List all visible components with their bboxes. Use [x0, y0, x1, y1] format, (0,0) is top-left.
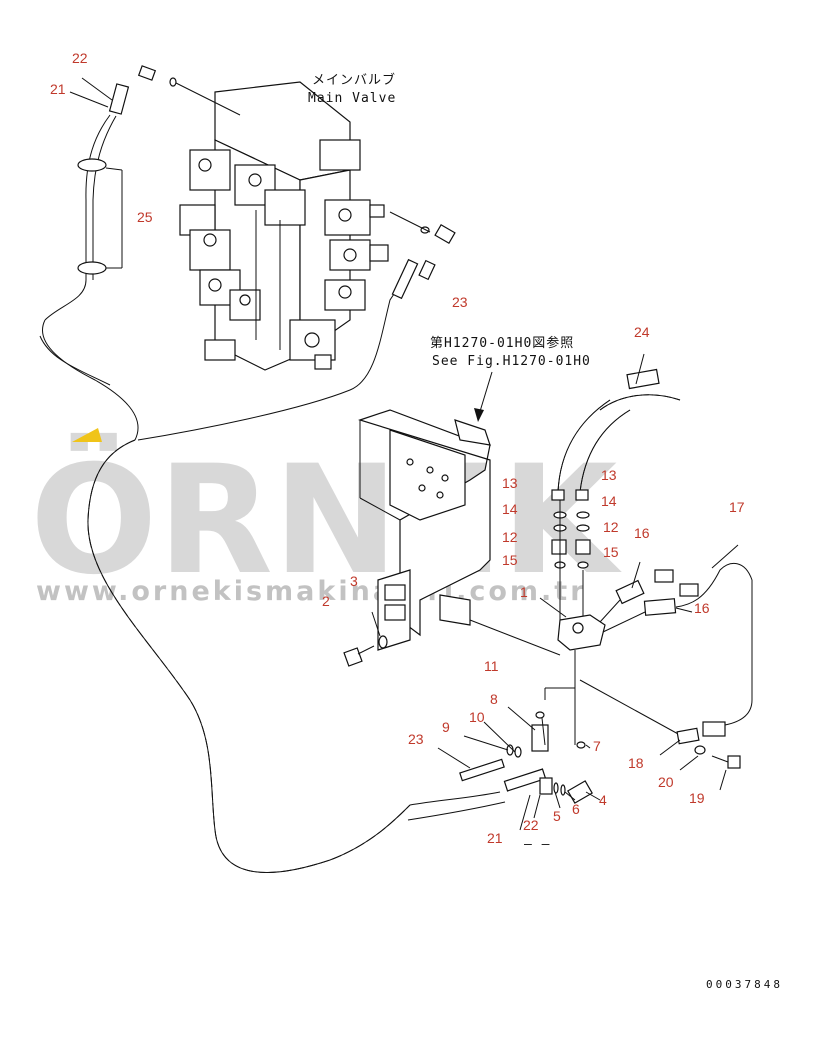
spiral-wrapped-hose — [39, 269, 506, 873]
callout-22-top: 22 — [72, 50, 88, 66]
block-1 — [557, 544, 753, 737]
callout-4: 4 — [599, 792, 607, 808]
callout-8: 8 — [490, 691, 498, 707]
callout-13-right: 13 — [601, 467, 617, 483]
callout-25: 25 — [137, 209, 153, 225]
callout-24: 24 — [634, 324, 650, 340]
part-number-callouts: 22 21 25 23 24 13 13 14 14 12 12 15 15 1… — [50, 50, 745, 846]
callout-18: 18 — [628, 755, 644, 771]
callout-14-right: 14 — [601, 493, 617, 509]
callout-23-lower: 23 — [408, 731, 424, 747]
callout-19: 19 — [689, 790, 705, 806]
mounting-bracket — [358, 409, 491, 651]
callout-7: 7 — [593, 738, 601, 754]
callout-20: 20 — [658, 774, 674, 790]
callout-12-left: 12 — [502, 529, 518, 545]
main-valve-drawing — [179, 81, 389, 371]
see-fig-label-en: See Fig.H1270-01H0 — [432, 354, 591, 369]
callout-23-upper: 23 — [452, 294, 468, 310]
footnote-dash: – – — [524, 837, 550, 852]
callout-14-left: 14 — [502, 501, 518, 517]
callout-2: 2 — [322, 593, 330, 609]
watermark-accent-icon — [72, 428, 102, 442]
bolt-2 — [343, 635, 388, 667]
callout-9: 9 — [442, 719, 450, 735]
callout-15-right: 15 — [603, 544, 619, 560]
callout-21-lower: 21 — [487, 830, 503, 846]
callout-11: 11 — [484, 658, 499, 674]
callout-16-lower: 16 — [694, 600, 710, 616]
callout-15-left: 15 — [502, 552, 518, 568]
hoses-24 — [557, 353, 681, 493]
fitting-23-upper — [389, 211, 456, 300]
lower-fittings — [459, 711, 593, 804]
callout-3: 3 — [350, 573, 358, 589]
fitting-stack-right — [575, 489, 591, 640]
watermark-brand: ÖRNEK — [30, 432, 622, 608]
main-valve-label-en: Main Valve — [308, 91, 396, 106]
watermark: ÖRNEK www.ornekismakinalari.com.tr — [30, 428, 622, 608]
callout-13-left: 13 — [502, 475, 518, 491]
callout-6: 6 — [572, 801, 580, 817]
main-valve-label-jp: メインバルブ — [312, 72, 396, 88]
callout-10: 10 — [469, 709, 485, 725]
callout-12-right: 12 — [603, 519, 619, 535]
see-fig-label-jp: 第H1270-01H0図参照 — [430, 335, 574, 351]
clip-bolt-lower-right — [676, 727, 741, 769]
watermark-url: www.ornekismakinalari.com.tr — [36, 576, 587, 607]
callout-17: 17 — [729, 499, 745, 515]
fitting-stack-left — [551, 489, 567, 640]
callout-16-upper: 16 — [634, 525, 650, 541]
callout-1: 1 — [520, 584, 528, 600]
callout-21-top: 21 — [50, 81, 66, 97]
callout-22-lower: 22 — [523, 817, 539, 833]
callout-5: 5 — [553, 808, 561, 824]
sensor-fitting-top — [44, 65, 177, 321]
document-number: 00037848 — [706, 978, 783, 991]
leader-lines — [371, 597, 727, 831]
